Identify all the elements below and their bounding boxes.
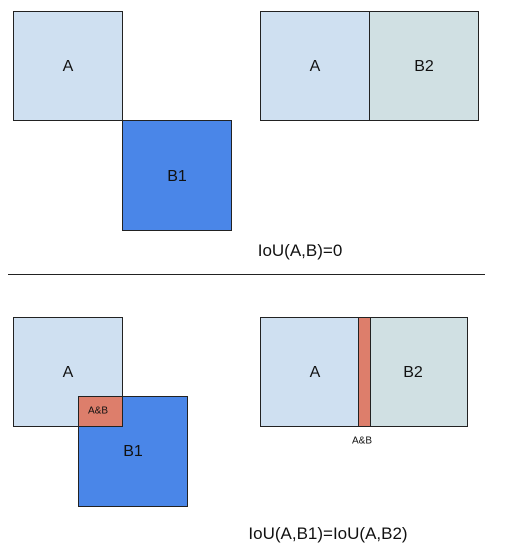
top-left-label-b1: B1	[167, 168, 187, 185]
bottom-left-intersection	[78, 396, 123, 427]
bottom-left-label-b1: B1	[123, 443, 143, 460]
section-divider	[8, 274, 485, 275]
top-caption: IoU(A,B)=0	[257, 241, 343, 260]
top-right-label-b2: B2	[414, 58, 434, 75]
bottom-right-label-b2: B2	[403, 364, 423, 381]
top-left-label-a: A	[62, 58, 74, 75]
bottom-right-intersection	[358, 317, 371, 427]
bottom-left-intersection-label: A&B	[87, 405, 109, 417]
top-right-box-a	[260, 11, 370, 121]
top-left-box-b1	[122, 120, 232, 231]
bottom-right-label-a: A	[309, 364, 321, 381]
top-right-label-a: A	[309, 58, 321, 75]
bottom-right-box-a	[260, 317, 370, 427]
bottom-right-intersection-label: A&B	[351, 435, 373, 447]
bottom-left-label-a: A	[62, 364, 74, 381]
top-right-box-b2	[369, 11, 479, 121]
bottom-caption: IoU(A,B1)=IoU(A,B2)	[248, 524, 408, 543]
top-left-box-a	[13, 11, 123, 121]
